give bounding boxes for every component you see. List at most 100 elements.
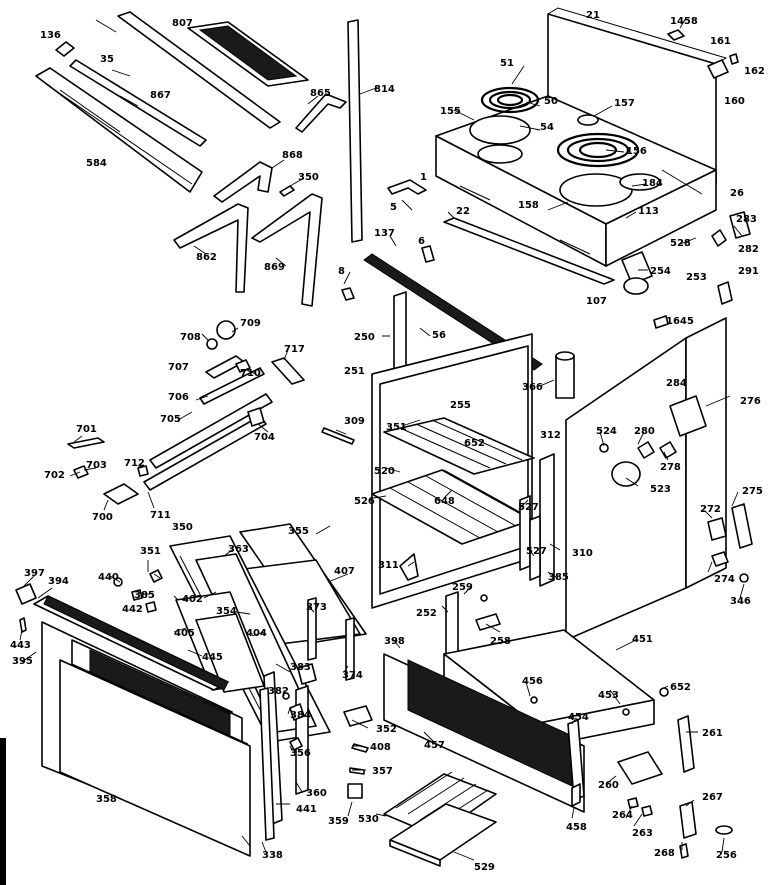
label-445: 445 xyxy=(202,652,223,663)
clip-part-357 xyxy=(349,767,365,775)
label-351a: 351 xyxy=(386,422,407,433)
clip-part-712 xyxy=(137,465,149,477)
oven-body xyxy=(341,245,753,657)
label-276: 276 xyxy=(740,396,761,407)
label-374: 374 xyxy=(342,670,363,681)
drip-pan-part-155 xyxy=(469,115,531,145)
clip-part-442 xyxy=(145,601,157,613)
clip-part-385 xyxy=(131,589,143,601)
label-309: 309 xyxy=(344,416,365,427)
label-252: 252 xyxy=(416,608,437,619)
clip-part-136 xyxy=(55,41,75,57)
clip-part-528 xyxy=(711,229,727,247)
terminal-part-272 xyxy=(707,517,727,541)
post-part-814 xyxy=(347,19,363,243)
label-255: 255 xyxy=(450,400,471,411)
screw-part-356 xyxy=(289,737,303,751)
bracket-part-868 xyxy=(213,161,273,203)
label-352: 352 xyxy=(376,724,397,735)
label-385b: 385 xyxy=(134,590,155,601)
label-291: 291 xyxy=(738,266,759,277)
cooktop-assembly xyxy=(387,7,751,305)
label-35: 35 xyxy=(100,54,114,65)
label-263: 263 xyxy=(632,828,653,839)
label-284: 284 xyxy=(666,378,687,389)
clip-part-397 xyxy=(15,583,37,605)
label-453: 453 xyxy=(598,690,619,701)
clip-part-1458 xyxy=(667,29,685,41)
label-56: 56 xyxy=(432,330,446,341)
label-184: 184 xyxy=(642,178,663,189)
clip-part-703 xyxy=(73,465,89,479)
rail-part-252 xyxy=(445,591,459,657)
callout-labels: 136 807 35 867 584 865 814 868 350 862 8… xyxy=(10,10,765,873)
terminal-part-284 xyxy=(669,395,707,437)
label-520: 520 xyxy=(374,466,395,477)
label-359: 359 xyxy=(328,816,349,827)
rail-part-338 xyxy=(259,687,275,841)
label-441: 441 xyxy=(296,804,317,815)
label-711: 711 xyxy=(150,510,171,521)
label-5: 5 xyxy=(390,202,397,213)
label-397: 397 xyxy=(24,568,45,579)
screw-part-268 xyxy=(679,843,689,859)
label-402: 402 xyxy=(182,594,203,605)
strip-part-312 xyxy=(539,453,555,587)
burner-element-part-50 xyxy=(480,86,540,114)
label-350-top: 350 xyxy=(298,172,319,183)
label-107: 107 xyxy=(586,296,607,307)
label-157: 157 xyxy=(614,98,635,109)
bracket-part-5 xyxy=(387,179,427,195)
leader-lines xyxy=(19,17,745,861)
bracket-part-710 xyxy=(235,359,251,373)
strip-part-22 xyxy=(443,217,615,285)
vent-grille-part-807 xyxy=(187,21,309,87)
glass-panel-part-584 xyxy=(35,67,203,193)
left-edge-bar xyxy=(0,738,6,885)
label-807: 807 xyxy=(172,18,193,29)
label-357: 357 xyxy=(372,766,393,777)
screw-part-456 xyxy=(530,696,538,704)
label-457: 457 xyxy=(424,740,445,751)
label-261: 261 xyxy=(702,728,723,739)
label-283: 283 xyxy=(736,214,757,225)
rail-part-374 xyxy=(345,617,355,681)
screw-part-6 xyxy=(421,245,435,263)
label-278: 278 xyxy=(660,462,681,473)
slide-part-706 xyxy=(199,367,265,405)
knob-part-709 xyxy=(216,320,236,340)
knob-part-162 xyxy=(729,53,739,65)
label-652a: 652 xyxy=(464,438,485,449)
label-360: 360 xyxy=(306,788,327,799)
label-258: 258 xyxy=(490,636,511,647)
label-405: 405 xyxy=(174,628,195,639)
label-137: 137 xyxy=(374,228,395,239)
clip-part-258 xyxy=(475,613,501,631)
label-704: 704 xyxy=(254,432,275,443)
label-703: 703 xyxy=(86,460,107,471)
terminal-block-part-282 xyxy=(729,211,751,239)
screw-part-8 xyxy=(341,287,355,301)
label-51: 51 xyxy=(500,58,514,69)
label-366: 366 xyxy=(522,382,543,393)
trim-strip-part-867 xyxy=(117,11,281,129)
label-280: 280 xyxy=(634,426,655,437)
label-355: 355 xyxy=(288,526,309,537)
label-862: 862 xyxy=(196,252,217,263)
label-394: 394 xyxy=(48,576,69,587)
bracket-part-352 xyxy=(343,705,373,727)
hinge-part-383 xyxy=(297,663,317,685)
label-250: 250 xyxy=(354,332,375,343)
label-310: 310 xyxy=(572,548,593,559)
label-868: 868 xyxy=(282,150,303,161)
door-assembly xyxy=(15,523,373,857)
bracket-part-717 xyxy=(271,357,305,385)
label-458: 458 xyxy=(566,822,587,833)
leveling-hardware xyxy=(617,715,733,859)
label-155: 155 xyxy=(440,106,461,117)
slide-rail-part-711 xyxy=(143,415,267,491)
label-1458: 1458 xyxy=(670,16,698,27)
cylinder-part-366 xyxy=(555,351,575,399)
label-865: 865 xyxy=(310,88,331,99)
top-left-trim-parts xyxy=(35,11,363,307)
